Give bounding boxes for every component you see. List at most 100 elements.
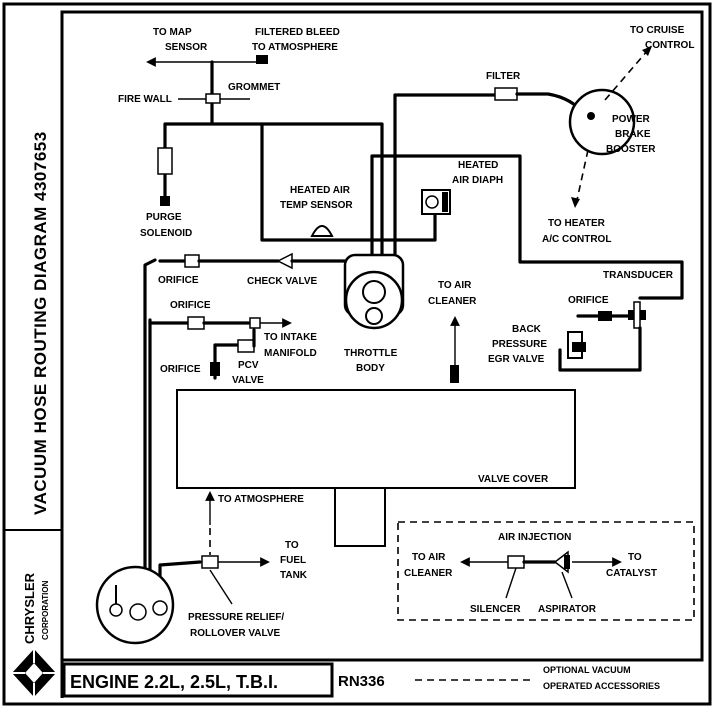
temp-sensor-icon	[310, 225, 334, 237]
label-to-fuel-2: FUEL	[280, 555, 306, 566]
label-grommet: GROMMET	[228, 82, 280, 93]
brand-sub: CORPORATION	[41, 580, 50, 640]
label-air-injection: AIR INJECTION	[498, 532, 571, 543]
heated-air-hose	[260, 122, 437, 242]
label-pcv-1: PCV	[238, 360, 259, 371]
label-heated-temp-2: TEMP SENSOR	[280, 200, 353, 211]
orifice-low-icon	[210, 362, 220, 376]
orifice-top-icon	[184, 254, 200, 268]
valve-cover-boss	[334, 487, 386, 547]
left-hose-a	[143, 258, 157, 587]
heated-air-diaph	[421, 189, 451, 215]
label-to-air-cleaner-1: TO AIR	[438, 280, 472, 291]
label-orifice-top: ORIFICE	[158, 275, 199, 286]
grommet-icon	[205, 93, 221, 104]
power-brake-booster	[568, 88, 636, 156]
valve-cover	[176, 389, 576, 489]
air-injection-box	[397, 521, 695, 621]
label-valve-cover: VALVE COVER	[478, 474, 549, 485]
label-to-fuel-3: TANK	[280, 570, 308, 581]
label-filter: FILTER	[486, 71, 521, 82]
label-filtered-bleed-2: TO ATMOSPHERE	[252, 42, 338, 53]
label-power-2: BRAKE	[615, 129, 651, 140]
legend-line-1: OPTIONAL VACUUM	[543, 665, 631, 675]
transducer-hose	[370, 154, 684, 300]
label-to-map-1: TO MAP	[153, 27, 192, 38]
chrysler-logo: CHRYSLER CORPORATION	[12, 572, 56, 697]
top-main-hose	[163, 122, 384, 260]
label-purge-1: PURGE	[146, 212, 182, 223]
label-to-cruise-2: CONTROL	[645, 40, 694, 51]
engine-box	[62, 662, 334, 698]
orifice-mid-icon	[187, 316, 205, 330]
bleed-filter	[256, 55, 268, 64]
throttle-body	[343, 253, 405, 330]
pentastar-icon	[12, 649, 56, 697]
relief-pointer	[209, 569, 233, 605]
label-power-3: BOOSTER	[606, 144, 656, 155]
aspirator-pointer	[561, 571, 573, 599]
egr-valve-icon	[567, 331, 586, 359]
air-cleaner-fitting	[450, 365, 459, 383]
egr-hose-3	[558, 326, 642, 372]
purge-filter-icon	[157, 147, 173, 175]
label-throttle-1: THROTTLE	[344, 348, 398, 359]
label-orifice-low: ORIFICE	[160, 364, 201, 375]
label-silencer: SILENCER	[470, 604, 521, 615]
label-relief-1: PRESSURE RELIEF/	[188, 612, 284, 623]
label-to-map-2: SENSOR	[165, 42, 208, 53]
label-check-valve: CHECK VALVE	[247, 276, 318, 287]
diagram-code: RN336	[338, 673, 385, 690]
label-back-pressure-3: EGR VALVE	[488, 354, 545, 365]
label-to-atmosphere: TO ATMOSPHERE	[218, 494, 304, 505]
pcv-valve-icon	[237, 339, 255, 353]
heater-arrow-icon	[571, 197, 580, 208]
label-orifice-mid: ORIFICE	[170, 300, 211, 311]
aspirator-icon	[553, 550, 570, 574]
label-back-pressure-2: PRESSURE	[492, 339, 547, 350]
label-aspirator: ASPIRATOR	[538, 604, 597, 615]
label-to-heater-1: TO HEATER	[548, 218, 606, 229]
label-transducer: TRANSDUCER	[603, 270, 674, 281]
label-fire-wall: FIRE WALL	[118, 94, 172, 105]
label-heated-diaph-1: HEATED	[458, 160, 498, 171]
intake-fitting	[249, 317, 261, 329]
label-relief-2: ROLLOVER VALVE	[190, 628, 281, 639]
cruise-dash	[604, 49, 649, 101]
label-ai-to-air-1: TO AIR	[412, 552, 446, 563]
label-filtered-bleed-1: FILTERED BLEED	[255, 27, 340, 38]
label-heated-diaph-2: AIR DIAPH	[452, 175, 503, 186]
label-throttle-2: BODY	[356, 363, 385, 374]
label-ai-to-cat-1: TO	[628, 552, 642, 563]
filter-icon	[494, 87, 518, 101]
legend-line-2: OPERATED ACCESSORIES	[543, 681, 660, 691]
label-to-intake-1: TO INTAKE	[264, 332, 317, 343]
label-to-heater-2: A/C CONTROL	[542, 234, 611, 245]
label-back-pressure-1: BACK	[512, 324, 542, 335]
orifice-right-icon	[598, 311, 612, 321]
label-orifice-right: ORIFICE	[568, 295, 609, 306]
label-purge-2: SOLENOID	[140, 228, 192, 239]
vacuum-tree	[95, 565, 175, 645]
side-title: VACUUM HOSE ROUTING DIAGRAM 4307653	[31, 131, 50, 515]
rollover-valve-icon	[201, 555, 219, 569]
silencer-pointer	[505, 567, 517, 599]
transducer-icon	[628, 301, 646, 329]
label-to-intake-2: MANIFOLD	[264, 348, 317, 359]
brake-hose	[393, 93, 497, 260]
check-valve-icon	[276, 252, 293, 270]
label-pcv-2: VALVE	[232, 375, 264, 386]
engine-label: ENGINE 2.2L, 2.5L, T.B.I.	[70, 672, 278, 692]
brand-name: CHRYSLER	[22, 572, 37, 644]
label-to-cruise-1: TO CRUISE	[630, 25, 685, 36]
silencer-icon	[507, 555, 525, 569]
cruise-arrow-icon	[642, 46, 652, 56]
purge-solenoid-icon	[160, 196, 170, 206]
label-power-1: POWER	[612, 114, 651, 125]
heater-dash	[576, 149, 589, 201]
label-to-fuel-1: TO	[285, 540, 299, 551]
label-heated-temp-1: HEATED AIR	[290, 185, 351, 196]
label-to-air-cleaner-2: CLEANER	[428, 296, 477, 307]
